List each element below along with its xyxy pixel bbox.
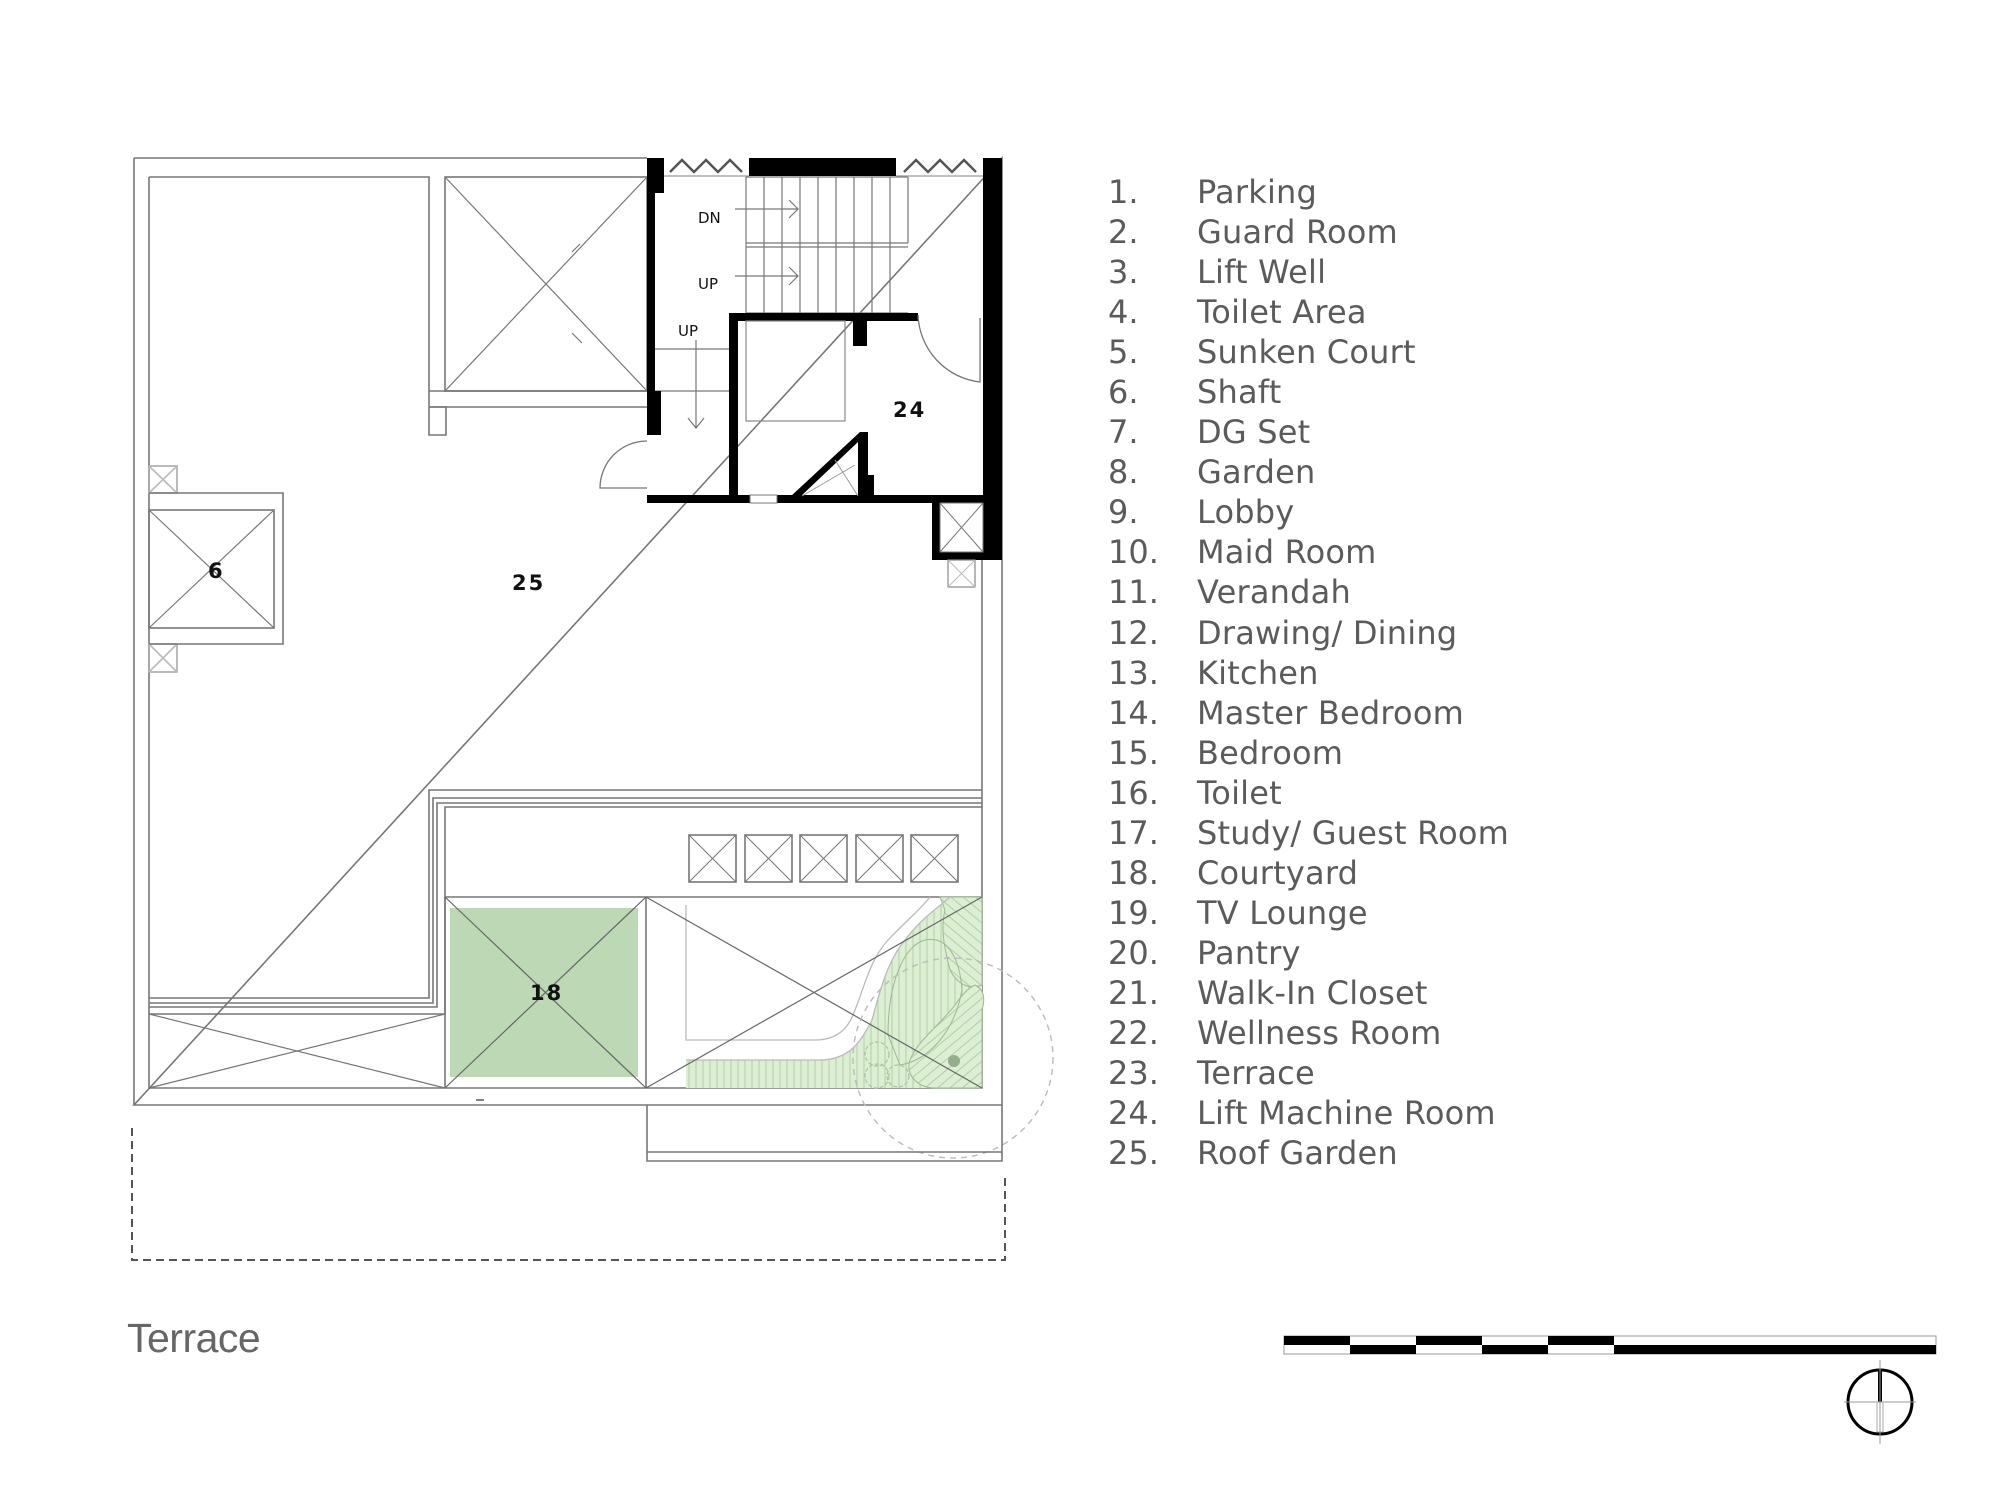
legend-item: 23.Terrace <box>1108 1054 1315 1093</box>
legend-item: 17.Study/ Guest Room <box>1108 813 1510 852</box>
stair-label-down: DN <box>698 209 721 227</box>
shaft-box <box>148 509 275 629</box>
legend-item: 20.Pantry <box>1108 933 1301 972</box>
legend-item: 22.Wellness Room <box>1108 1013 1442 1052</box>
plan-linework <box>132 155 1003 1106</box>
room-tag-lift-machine-room: 24 <box>893 398 927 422</box>
stair-label-up-lower: UP <box>678 322 699 340</box>
north-arrow-icon <box>1844 1360 1916 1444</box>
legend-item: 18.Courtyard <box>1108 853 1359 892</box>
stair-label-up: UP <box>698 275 719 293</box>
legend-item: 14.Master Bedroom <box>1108 693 1464 732</box>
legend-item: 16.Toilet <box>1108 773 1282 812</box>
stair-core <box>599 158 1002 588</box>
legend-item: 3.Lift Well <box>1108 253 1327 292</box>
room-tag-shaft: 6 <box>208 559 225 583</box>
legend-item: 10.Maid Room <box>1108 533 1377 572</box>
legend-item: 1.Parking <box>1108 173 1318 211</box>
garden-planting <box>686 896 985 1089</box>
legend-item: 4.Toilet Area <box>1108 293 1367 332</box>
planter-boxes <box>688 834 959 883</box>
legend-item: 6.Shaft <box>1108 373 1282 412</box>
legend-item: 11.Verandah <box>1108 573 1351 612</box>
legend-item: 12.Drawing/ Dining <box>1108 613 1458 652</box>
legend-item: 2.Guard Room <box>1108 213 1398 252</box>
legend-item: 7.DG Set <box>1108 413 1311 452</box>
legend-item: 21.Walk-In Closet <box>1108 973 1428 1012</box>
drawing-title: Terrace <box>127 1315 261 1361</box>
room-legend: 1.Parking 2.Guard Room 3.Lift Well 4.Toi… <box>1108 172 1509 1173</box>
legend-item: 13.Kitchen <box>1108 653 1319 692</box>
legend-item: 24.Lift Machine Room <box>1108 1094 1496 1133</box>
legend-item: 9.Lobby <box>1108 493 1295 532</box>
garden-path <box>685 896 951 1061</box>
boundary-line <box>131 1128 1006 1261</box>
legend-item: 5.Sunken Court <box>1108 333 1416 372</box>
room-tag-roof-garden: 25 <box>512 571 546 595</box>
legend-item: 25.Roof Garden <box>1108 1134 1398 1173</box>
legend-item: 8.Garden <box>1108 453 1316 492</box>
scale-bar <box>1283 1335 1937 1355</box>
tree-canopy <box>852 957 1054 1159</box>
legend-item: 19.TV Lounge <box>1108 893 1368 932</box>
courtyard-fill <box>450 908 638 1077</box>
legend-item: 15.Bedroom <box>1108 733 1344 772</box>
room-tag-courtyard: 18 <box>530 981 564 1005</box>
